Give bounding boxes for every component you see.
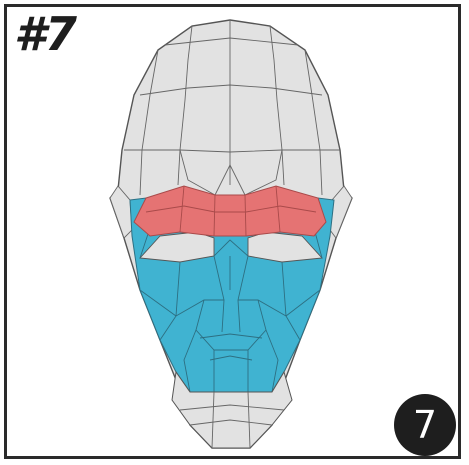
number-badge: 7	[394, 394, 456, 456]
